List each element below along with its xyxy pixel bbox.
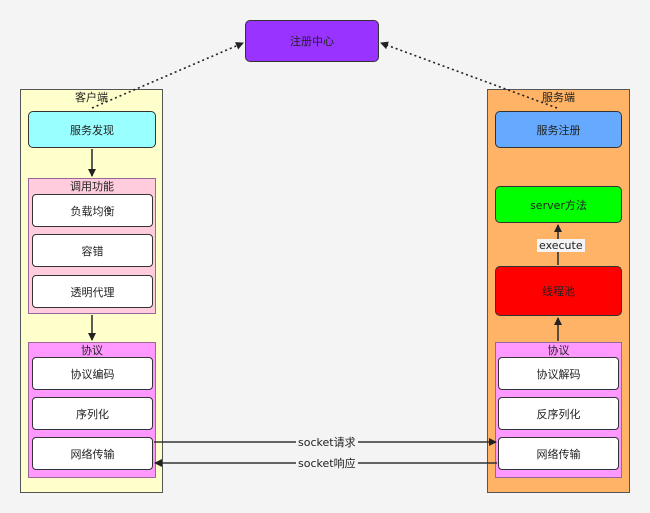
server-network-item[interactable]: 网络传输 [498,437,619,470]
fault-tolerance-item[interactable]: 容错 [32,234,153,267]
protocol-decode-item[interactable]: 协议解码 [498,357,619,390]
server-method-box[interactable]: server方法 [495,186,622,223]
registration-to-registry-arrow [380,41,558,109]
thread-pool-label: 线程池 [542,285,575,298]
server-method-label: server方法 [530,198,587,212]
protocol-encode-label: 协议编码 [70,367,115,381]
deserialization-label: 反序列化 [536,407,581,421]
client-network-label: 网络传输 [70,447,115,461]
service-registration-box[interactable]: 服务注册 [495,111,622,148]
registry-center-label: 注册中心 [290,35,334,48]
transparent-proxy-label: 透明代理 [70,285,115,299]
execute-label: execute [537,239,585,252]
socket-request-label: socket请求 [296,436,358,449]
server-protocol-label: 协议 [547,344,570,357]
service-registration-label: 服务注册 [536,123,581,137]
invoke-group-label: 调用功能 [70,180,114,193]
serialization-item[interactable]: 序列化 [32,397,153,430]
fault-tolerance-label: 容错 [81,244,104,258]
server-label: 服务端 [542,91,575,104]
transparent-proxy-item[interactable]: 透明代理 [32,275,153,308]
thread-pool-box[interactable]: 线程池 [495,266,622,316]
deserialization-item[interactable]: 反序列化 [498,397,619,430]
protocol-encode-item[interactable]: 协议编码 [32,357,153,390]
registry-center[interactable]: 注册中心 [245,20,379,62]
socket-response-label: socket响应 [296,457,358,470]
service-discovery-label: 服务发现 [70,123,114,137]
load-balancing-item[interactable]: 负载均衡 [32,194,153,227]
discovery-to-registry-arrow [91,42,244,109]
client-label: 客户端 [75,91,108,104]
protocol-decode-label: 协议解码 [536,367,581,381]
server-network-label: 网络传输 [536,447,581,461]
client-network-item[interactable]: 网络传输 [32,437,153,470]
serialization-label: 序列化 [76,407,109,421]
client-protocol-label: 协议 [81,344,103,357]
load-balancing-label: 负载均衡 [70,204,115,218]
service-discovery-box[interactable]: 服务发现 [28,111,156,148]
